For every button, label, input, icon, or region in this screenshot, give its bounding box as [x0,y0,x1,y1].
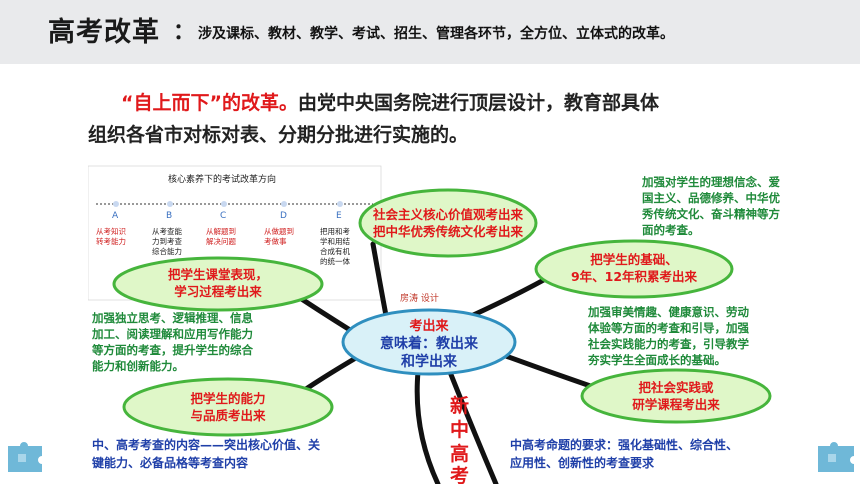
bubble-foundation-line2: 9年、12年积累考出来 [571,269,698,284]
inset-b-line2: 力到考查 [152,236,182,246]
inset-b-line3: 综合能力 [152,246,182,256]
bubble-classroom-line2: 学习过程考出来 [174,284,262,299]
bubble-classroom: 把学生课堂表现， 学习过程考出来 [112,256,324,312]
note-bottom-right: 中高考命题的要求：强化基础性、综合性、 应用性、创新性的考查要求 [510,436,810,472]
inset-letter-b: B [166,211,172,221]
bubble-values-shape [358,188,538,258]
bubble-values-line1: 社会主义核心价值观考出来 [372,207,524,222]
note-top-right-line: 国主义、品德修养、中华优 [642,191,780,205]
note-bottom-left-line: 键能力、必备品格等考查内容 [92,456,249,470]
note-right: 加强审美情趣、健康意识、劳动 体验等方面的考查和引导，加强 社会实践能力的考查，… [588,304,808,368]
reform-mind-map: 核心素养下的考试改革方向 A B C D E 从考知识 转考能力 从考查能 力到… [87,160,812,487]
inset-c-line2: 解决问题 [206,236,236,246]
inset-e-line2: 学和用结 [320,236,350,246]
bubble-practice: 把社会实践或 研学课程考出来 [580,368,772,424]
lead-line-2: 组织各省市对标对表、分期分批进行实施的。 [88,124,469,146]
note-right-line: 体验等方面的考查和引导，加强 [588,321,749,335]
bubble-foundation-shape [534,239,734,299]
bubble-values-line2: 把中华优秀传统文化考出来 [373,224,524,239]
inset-dot-c [221,201,227,207]
note-left: 加强独立思考、逻辑推理、信息 加工、阅读理解和应用写作能力 等方面的考查，提升学… [92,310,312,374]
lead-line-1: “自上而下”的改革。由党中央国务院进行顶层设计，教育部具体 [121,88,659,115]
inset-letter-a: A [112,211,119,221]
note-left-line: 等方面的考查，提升学生的综合 [92,343,253,357]
inset-a-line2: 转考能力 [96,236,126,246]
inset-dot-a [113,201,119,207]
bubble-ability-line2: 与品质考出来 [190,408,266,423]
inset-e-line4: 的统一体 [320,256,350,266]
note-top-right-line: 面的考查。 [642,223,700,237]
bubble-values: 社会主义核心价值观考出来 把中华优秀传统文化考出来 [358,188,538,258]
branch-down-right [447,369,499,487]
title-colon: ： [173,20,196,45]
puzzle-icon-right [818,442,854,472]
inset-d-line2: 考做事 [264,236,287,246]
bubble-practice-line2: 研学课程考出来 [632,397,720,412]
inset-c-line1: 从解题到 [206,226,236,236]
note-right-line: 夯实学生全面成长的基础。 [588,353,726,367]
inset-e-line3: 合成有机 [320,246,350,256]
inset-dot-e [337,201,343,207]
inset-title: 核心素养下的考试改革方向 [168,173,276,185]
center-mid: 意味着：教出来 [380,335,479,352]
center-shape [341,308,517,376]
inset-letter-d: D [280,211,287,221]
vertical-char-2: 中 [450,418,469,441]
author-credit: 房涛 设计 [400,292,439,304]
note-left-line: 能力和创新能力。 [92,359,184,373]
bubble-foundation: 把学生的基础、 9年、12年积累考出来 [534,239,734,299]
vertical-label: 新 中 高 考 [450,394,469,487]
note-bottom-left-line: 中、高考考查的内容——突出核心价值、关 [92,438,321,452]
center-top: 考出来 [409,318,449,334]
note-top-right-line: 加强对学生的理想信念、爱 [642,175,780,189]
note-top-right: 加强对学生的理想信念、爱 国主义、品德修养、中华优 秀传统文化、奋斗精神等方 面… [642,174,812,238]
bubble-foundation-line1: 把学生的基础、 [590,252,678,267]
inset-letter-c: C [220,211,226,221]
inset-e-line1: 把用和考 [320,226,350,236]
bubble-ability-line1: 把学生的能力 [190,391,265,406]
bubble-practice-shape [580,368,772,424]
page-title: 高考改革 [48,17,160,48]
bubble-practice-line1: 把社会实践或 [638,380,714,395]
note-bottom-right-line: 应用性、创新性的考查要求 [510,456,655,470]
note-bottom-right-line: 中高考命题的要求：强化基础性、综合性、 [510,438,739,452]
bubble-ability-shape [122,377,334,437]
vertical-char-3: 高 [450,442,469,465]
inset-letter-e: E [336,211,342,221]
center-bot: 和学出来 [401,353,458,370]
center-node: 房涛 设计 考出来 意味着：教出来 和学出来 [341,292,517,376]
bubble-classroom-line1: 把学生课堂表现， [168,267,268,282]
note-bottom-left: 中、高考考查的内容——突出核心价值、关 键能力、必备品格等考查内容 [92,436,392,472]
bubble-classroom-shape [112,256,324,312]
branch-down-left [414,369,441,487]
lead-line-1-rest: 由党中央国务院进行顶层设计，教育部具体 [297,92,659,114]
inset-dot-d [281,201,287,207]
inset-a-line1: 从考知识 [96,226,126,236]
inset-dot-b [167,201,173,207]
note-left-line: 加强独立思考、逻辑推理、信息 [92,311,253,325]
page-subtitle: 涉及课标、教材、教学、考试、招生、管理各环节，全方位、立体式的改革。 [198,26,674,42]
vertical-char-4: 考 [450,465,469,484]
puzzle-icon-left [8,442,42,472]
mind-map-svg: 核心素养下的考试改革方向 A B C D E 从考知识 转考能力 从考查能 力到… [87,165,772,487]
inset-d-line1: 从做题到 [264,226,294,236]
lead-quote: “自上而下”的改革。 [121,92,298,114]
note-top-right-line: 秀传统文化、奋斗精神等方 [642,207,780,221]
note-right-line: 加强审美情趣、健康意识、劳动 [588,305,749,319]
inset-b-line1: 从考查能 [152,226,182,236]
note-right-line: 社会实践能力的考查，引导教学 [588,337,749,351]
bubble-ability: 把学生的能力 与品质考出来 [122,377,334,437]
note-left-line: 加工、阅读理解和应用写作能力 [92,327,253,341]
title-bar: 高考改革 ： 涉及课标、教材、教学、考试、招生、管理各环节，全方位、立体式的改革… [0,0,860,64]
vertical-char-1: 新 [450,394,469,417]
